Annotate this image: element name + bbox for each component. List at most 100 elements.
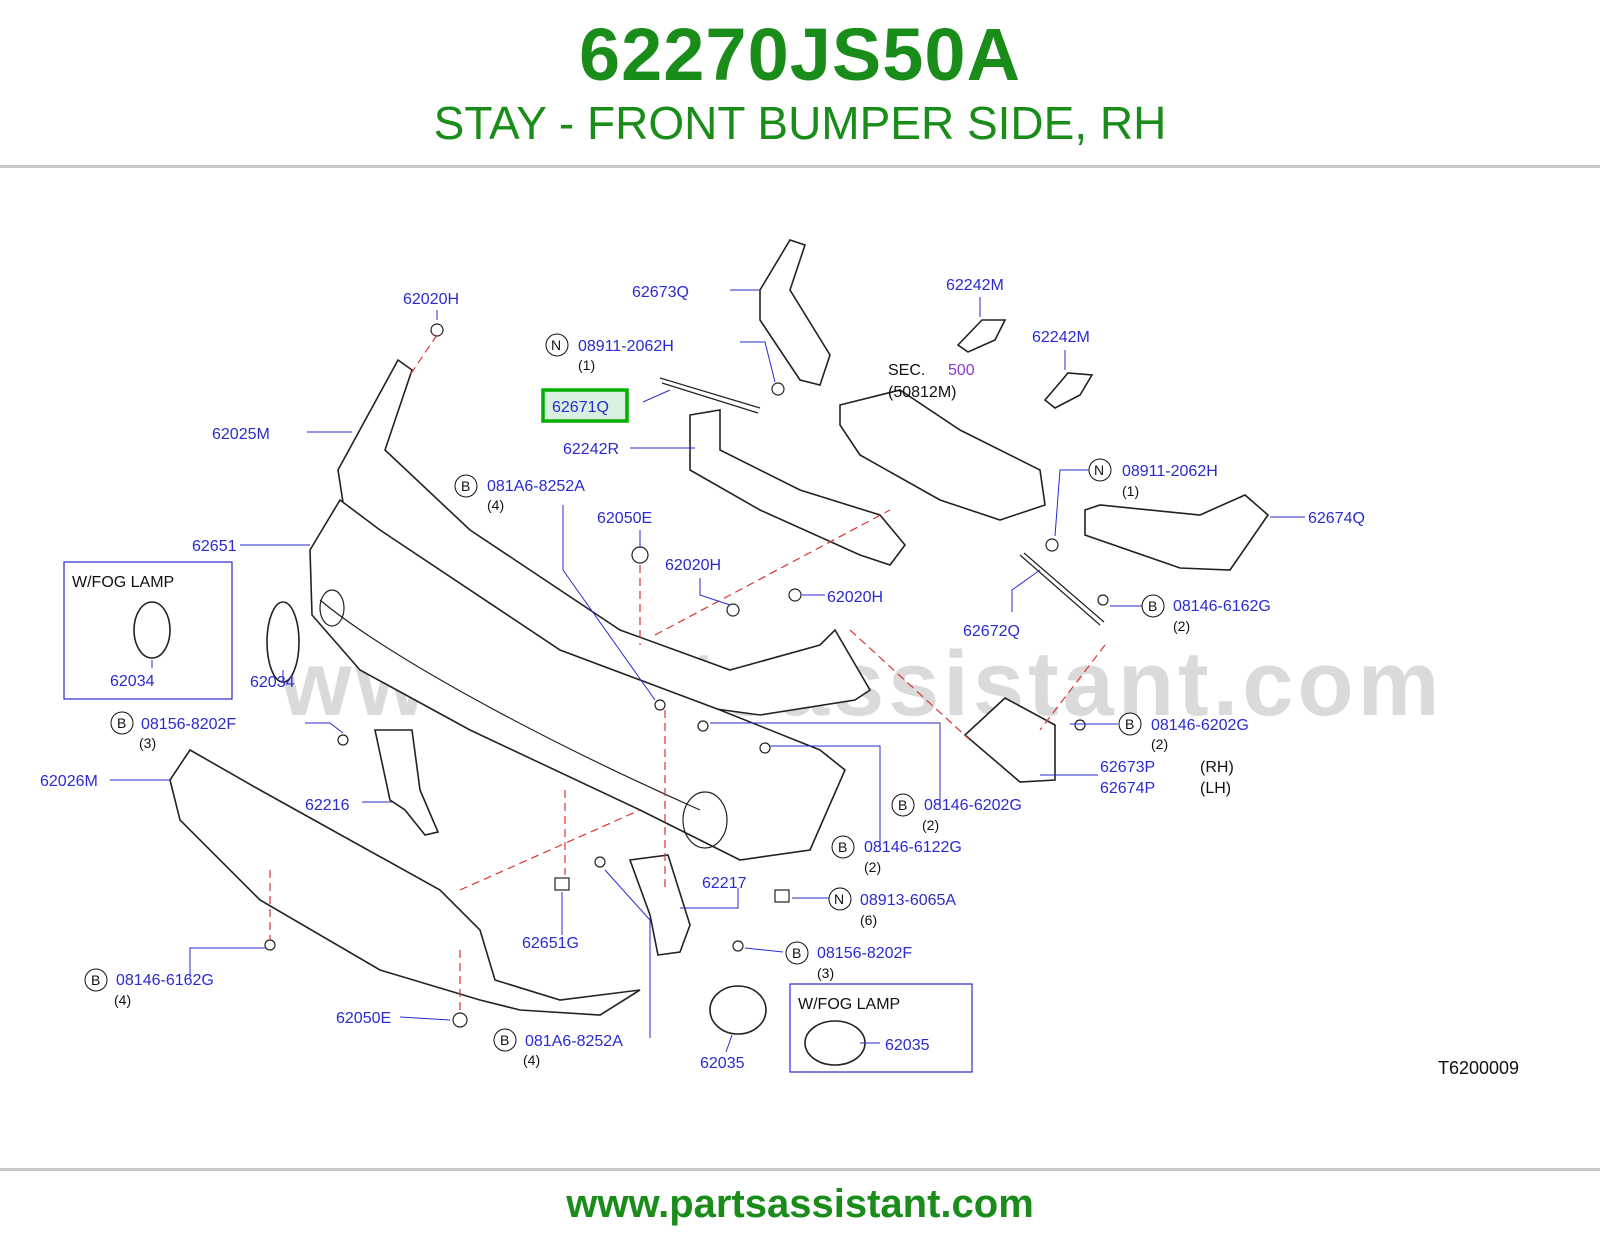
bracket-62216-shape [374,729,440,836]
bolt-b-b [1074,719,1086,731]
label-62034[interactable]: 62034 [250,674,295,691]
fog-lamp-62035-shape [709,985,767,1035]
section-sec: SEC. [888,362,925,379]
svg-text:B: B [792,945,801,961]
guide-line-4 [849,629,971,741]
guide-line-1 [409,334,438,376]
svg-text:B: B [117,715,126,731]
section-number[interactable]: 500 [948,362,975,379]
label-62651[interactable]: 62651 [192,538,237,555]
nut-08913 [774,889,790,903]
label-62674P[interactable]: 62674P [1100,780,1155,797]
marker-n-1: N [545,333,569,357]
label-62020H-c[interactable]: 62020H [827,589,883,606]
label-62050E-b[interactable]: 62050E [336,1010,391,1027]
label-62035[interactable]: 62035 [700,1055,745,1072]
label-62673Q[interactable]: 62673Q [632,284,689,301]
guide-line-2 [654,509,891,636]
leader-62035 [725,1034,733,1053]
leader-b08156-a [305,722,344,734]
label-08913-6065A[interactable]: 08913-6065A [860,892,956,909]
label-62020H-a[interactable]: 62020H [403,291,459,308]
label-08911-2062H-a[interactable]: 08911-2062H [578,338,674,355]
label-62242R[interactable]: 62242R [563,441,619,458]
marker-b-7: B [785,941,809,965]
label-62242M-a[interactable]: 62242M [946,277,1004,294]
stay-62671Q-shape [659,377,761,409]
svg-text:B: B [838,839,847,855]
inset-box-right [789,983,973,1073]
parts-diagram: W/FOG LAMP 62034 W/FOG LAMP N B N B B B … [40,239,1519,1078]
fog-opening-right [682,791,728,849]
cover-62674Q-shape [1084,494,1270,571]
svg-text:N: N [1094,462,1104,478]
label-62217[interactable]: 62217 [702,875,747,892]
inset-box-left [63,561,233,700]
label-08146-6162G-b[interactable]: 08146-6162G [116,972,214,989]
label-62242M-b[interactable]: 62242M [1032,329,1090,346]
label-08156-8202F-a[interactable]: 08156-8202F [141,716,236,733]
svg-text:B: B [898,797,907,813]
clip-62651G [554,877,570,891]
label-62671Q[interactable]: 62671Q [552,399,609,416]
bracket-62242M-b-shape [1043,372,1094,409]
label-62035-inset[interactable]: 62035 [885,1037,930,1054]
fog-opening-left [319,589,345,627]
clip-62020H-c [788,588,802,602]
marker-b-6: B [831,835,855,859]
label-62026M[interactable]: 62026M [40,773,98,790]
side-rh: (RH) [1200,759,1234,776]
label-62673P[interactable]: 62673P [1100,759,1155,776]
footer-url[interactable]: www.partsassistant.com [566,1182,1034,1226]
label-62216[interactable]: 62216 [305,797,350,814]
label-62025M[interactable]: 62025M [212,426,270,443]
leader-n08911-a [740,341,776,383]
bolt-b-g [594,856,606,868]
label-08146-6122G[interactable]: 08146-6122G [864,839,962,856]
label-62672Q[interactable]: 62672Q [963,623,1020,640]
label-081A6-8252A-a[interactable]: 081A6-8252A [487,478,585,495]
label-08146-6202G-a[interactable]: 08146-6202G [1151,717,1249,734]
bolt-b-a [1097,594,1109,606]
label-08911-2062H-b[interactable]: 08911-2062H [1122,463,1218,480]
bracket-62242R-shape [689,409,907,566]
lower-valance-shape [169,748,641,1016]
marker-b-1: B [454,474,478,498]
bolt-b-f [337,734,349,746]
leader-62217 [680,888,739,909]
stay-62672Q-edge [1023,552,1105,623]
qty-081A6-8252A-a: (4) [487,497,504,513]
svg-text:B: B [461,478,470,494]
stay-62672Q-shape [1019,554,1101,626]
marker-n-2: N [1088,458,1112,482]
qty-08911-2062H-b: (1) [1122,483,1139,499]
bracket-62217-shape [628,854,691,956]
qty-08146-6162G-b: (4) [114,992,131,1008]
clip-62050E-a [631,546,649,564]
label-62020H-b[interactable]: 62020H [665,557,721,574]
leader-b081A6-a [562,505,656,701]
bolt-b-i [264,939,276,951]
svg-text:B: B [1148,598,1157,614]
nut-08911-a [771,382,785,396]
label-08146-6162G-a[interactable]: 08146-6162G [1173,598,1271,615]
label-62050E-a[interactable]: 62050E [597,510,652,527]
inset-left-part[interactable]: 62034 [110,673,155,690]
label-62651G[interactable]: 62651G [522,935,579,952]
svg-text:N: N [551,337,561,353]
label-081A6-8252A-b[interactable]: 081A6-8252A [525,1033,623,1050]
leader-n08911-b [1054,469,1090,537]
qty-08913-6065A: (6) [860,912,877,928]
marker-b-5: B [891,793,915,817]
nut-08911-b [1045,538,1059,552]
cover-62673Q-shape [759,239,831,386]
inset-right-title: W/FOG LAMP [798,996,900,1013]
clip-62020H-a [430,323,444,337]
svg-text:B: B [91,972,100,988]
label-08146-6202G-b[interactable]: 08146-6202G [924,797,1022,814]
label-08156-8202F-b[interactable]: 08156-8202F [817,945,912,962]
header-divider [0,165,1600,168]
leader-b081A6-b [604,869,651,1038]
qty-08146-6122G: (2) [864,859,881,875]
label-62674Q[interactable]: 62674Q [1308,510,1365,527]
